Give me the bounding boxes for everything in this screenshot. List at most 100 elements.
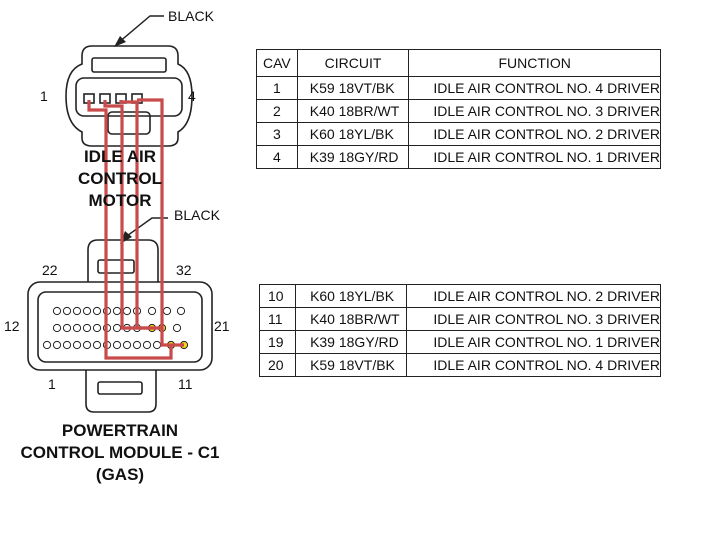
circuit-cell: K59 18VT/BK (295, 353, 408, 377)
pcm-cavity (72, 306, 82, 316)
cav-cell: 19 (258, 330, 297, 354)
circuit-cell: K40 18BR/WT (296, 99, 410, 123)
pcm-cavity (112, 323, 122, 333)
motor-color-arrowhead (114, 36, 126, 47)
wire-k59-cav1-to-cav20 (87, 100, 173, 360)
cav-cell: 11 (258, 307, 297, 331)
pcm-cavity (72, 323, 82, 333)
motor-connector-lock (107, 111, 151, 135)
function-cell: IDLE AIR CONTROL NO. 2 DRIVER (408, 122, 661, 146)
cav-cell: 10 (258, 284, 297, 308)
pcm-connector-top-slot (97, 259, 135, 274)
circuit-cell: K60 18YL/BK (296, 122, 410, 146)
motor-table-header-row: CAV CIRCUIT FUNCTION (256, 49, 661, 77)
circuit-cell: K39 18GY/RD (296, 145, 410, 169)
function-cell: IDLE AIR CONTROL NO. 1 DRIVER (408, 145, 661, 169)
pcm-title-line-2: CONTROL MODULE - C1 (20, 443, 220, 462)
motor-pin-last-label: 4 (188, 88, 196, 104)
header-circuit: CIRCUIT (296, 49, 410, 77)
function-cell: IDLE AIR CONTROL NO. 1 DRIVER (406, 330, 661, 354)
motor-title: IDLE AIR CONTROL MOTOR (60, 146, 180, 212)
motor-color-leader (117, 15, 164, 44)
pcm-connector-bottom-slot (97, 381, 143, 395)
table-row: 20 K59 18VT/BK IDLE AIR CONTROL NO. 4 DR… (258, 353, 661, 377)
header-cav: CAV (256, 49, 298, 77)
pcm-pin-label-22: 22 (42, 262, 58, 278)
circuit-cell: K59 18VT/BK (296, 76, 410, 100)
pcm-cavity (112, 306, 122, 316)
function-cell: IDLE AIR CONTROL NO. 4 DRIVER (408, 76, 661, 100)
motor-color-label: BLACK (168, 8, 214, 24)
motor-pin-first-label: 1 (40, 88, 48, 104)
pcm-cavity (152, 340, 162, 350)
table-row: 1 K59 18VT/BK IDLE AIR CONTROL NO. 4 DRI… (256, 76, 661, 100)
pcm-cavity (92, 340, 102, 350)
circuit-cell: K40 18BR/WT (295, 307, 408, 331)
pcm-pin-label-11: 11 (178, 376, 193, 392)
motor-pinout-table: CAV CIRCUIT FUNCTION 1 K59 18VT/BK IDLE … (256, 49, 661, 169)
pcm-pin-label-21: 21 (214, 318, 230, 334)
pcm-connector-bottom-latch (85, 370, 157, 413)
pcm-cavity (132, 340, 142, 350)
pcm-pin-label-12: 12 (4, 318, 20, 334)
pcm-cavity (92, 306, 102, 316)
motor-connector-body (65, 45, 193, 147)
pcm-pin-label-1: 1 (48, 376, 56, 392)
pcm-cavity (62, 323, 72, 333)
pcm-title-line-1: POWERTRAIN (61, 421, 179, 440)
pcm-cavity (162, 306, 172, 316)
pcm-pinout-table: 10 K60 18YL/BK IDLE AIR CONTROL NO. 2 DR… (258, 284, 661, 377)
pcm-connector-outer (27, 281, 213, 371)
circuit-cell: K39 18GY/RD (295, 330, 408, 354)
pcm-cavity (176, 306, 186, 316)
table-row: 2 K40 18BR/WT IDLE AIR CONTROL NO. 3 DRI… (256, 99, 661, 123)
motor-connector-inner (75, 77, 183, 117)
pcm-connector-inner (37, 291, 203, 363)
pcm-cavity (112, 340, 122, 350)
pcm-cavity (52, 306, 62, 316)
pcm-cavity (122, 340, 132, 350)
wire-k39-cav4-to-cav19 (137, 98, 184, 347)
table-row: 11 K40 18BR/WT IDLE AIR CONTROL NO. 3 DR… (258, 307, 661, 331)
pcm-cavity (62, 306, 72, 316)
pcm-cavity (62, 340, 72, 350)
pcm-cavity (172, 323, 182, 333)
motor-title-line-1: IDLE AIR (83, 147, 157, 166)
motor-title-line-2: CONTROL (77, 169, 163, 188)
pcm-cavity (92, 323, 102, 333)
pcm-cavity (52, 340, 62, 350)
pcm-cavity (147, 306, 157, 316)
pcm-cavity (82, 306, 92, 316)
pcm-cavity (122, 306, 132, 316)
table-row: 19 K39 18GY/RD IDLE AIR CONTROL NO. 1 DR… (258, 330, 661, 354)
cav-cell: 20 (258, 353, 297, 377)
wire-k60-cav3-to-cav10 (119, 100, 162, 330)
pcm-title-line-3: (GAS) (95, 465, 145, 484)
function-cell: IDLE AIR CONTROL NO. 3 DRIVER (408, 99, 661, 123)
cav-cell: 4 (256, 145, 298, 169)
table-row: 4 K39 18GY/RD IDLE AIR CONTROL NO. 1 DRI… (256, 145, 661, 169)
cav-cell: 3 (256, 122, 298, 146)
table-row: 10 K60 18YL/BK IDLE AIR CONTROL NO. 2 DR… (258, 284, 661, 308)
table-row: 3 K60 18YL/BK IDLE AIR CONTROL NO. 2 DRI… (256, 122, 661, 146)
pcm-cavity (42, 340, 52, 350)
pcm-title: POWERTRAIN CONTROL MODULE - C1 (GAS) (8, 420, 232, 486)
pcm-cavity (142, 340, 152, 350)
motor-connector-latch (91, 57, 167, 73)
pcm-cavity (82, 323, 92, 333)
pcm-pin-grid (42, 306, 189, 350)
circuit-cell: K60 18YL/BK (295, 284, 408, 308)
function-cell: IDLE AIR CONTROL NO. 2 DRIVER (406, 284, 661, 308)
cav-cell: 1 (256, 76, 298, 100)
function-cell: IDLE AIR CONTROL NO. 4 DRIVER (406, 353, 661, 377)
pcm-cavity (52, 323, 62, 333)
motor-title-line-3: MOTOR (88, 191, 152, 210)
function-cell: IDLE AIR CONTROL NO. 3 DRIVER (406, 307, 661, 331)
cav-cell: 2 (256, 99, 298, 123)
pcm-cavity (72, 340, 82, 350)
pcm-cavity (82, 340, 92, 350)
wire-k40-cav2-to-cav11 (103, 100, 152, 330)
pcm-pin-label-32: 32 (176, 262, 192, 278)
motor-connector (65, 45, 193, 147)
